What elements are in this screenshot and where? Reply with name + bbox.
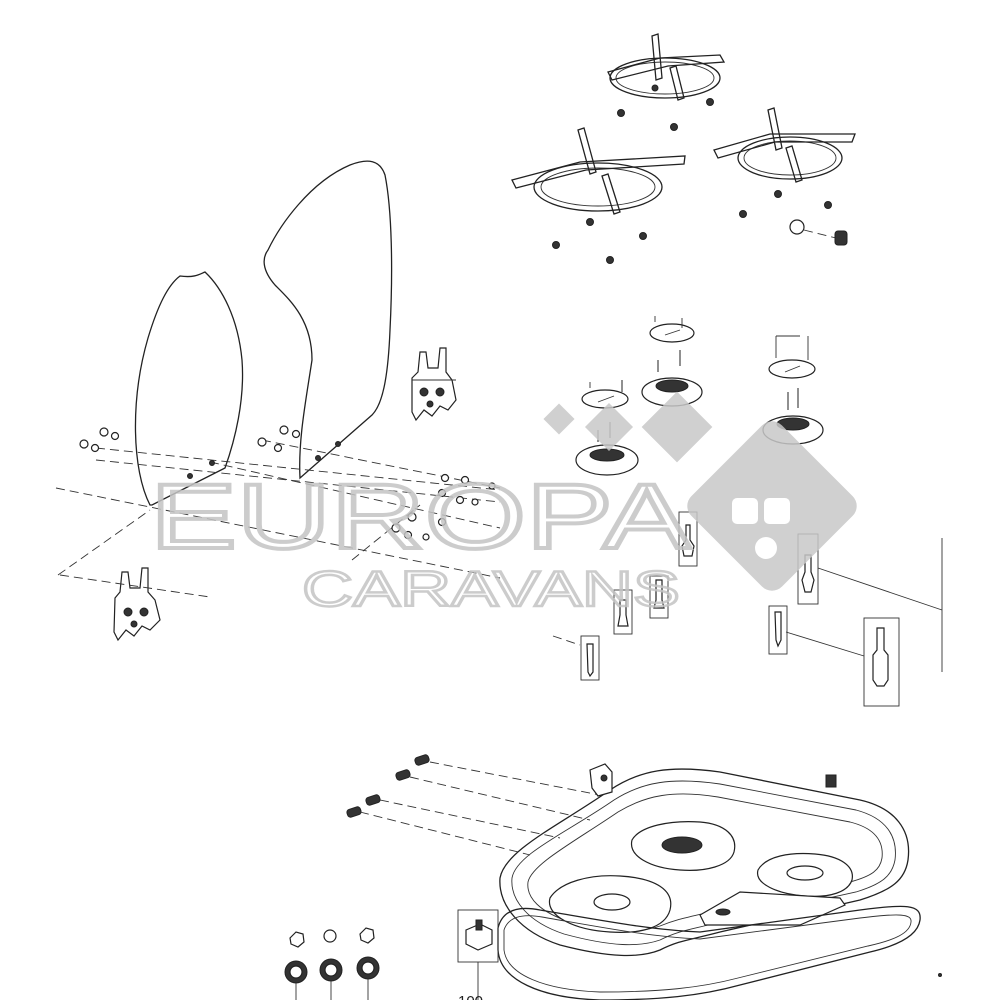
glass-lid-large	[263, 160, 393, 480]
control-knob-spare	[789, 219, 848, 246]
pan-support-feet	[552, 98, 832, 264]
pan-support-right	[713, 107, 856, 183]
burner-cap-left	[581, 382, 629, 409]
burner-head-center	[621, 350, 703, 407]
tray-seal	[497, 905, 921, 1000]
callout-number: 100	[458, 993, 483, 1000]
diamond-dots-logo	[543, 391, 857, 591]
pan-support-left	[511, 127, 686, 215]
mounting-bracket	[457, 909, 499, 1000]
europa-caravans-watermark: EUROPA CARAVANS	[148, 391, 857, 618]
valve-components	[552, 511, 943, 707]
hinge-assembly-left	[113, 567, 161, 642]
burner-head-left	[575, 422, 639, 476]
control-knobs	[284, 927, 380, 1000]
pan-support-top	[607, 33, 726, 101]
glass-lid-small	[134, 271, 244, 506]
watermark-line1: EUROPA	[150, 466, 691, 568]
injector-jets	[346, 754, 601, 856]
burner-cap-right	[768, 335, 816, 379]
watermark-line2: CARAVANS	[302, 561, 680, 617]
hinge-assembly-right	[411, 347, 457, 422]
edge-marks	[938, 973, 942, 977]
hob-tray	[499, 763, 910, 957]
burner-cap-center	[649, 316, 695, 343]
lid-fasteners	[79, 425, 496, 541]
lid-guide-lines	[55, 439, 501, 598]
